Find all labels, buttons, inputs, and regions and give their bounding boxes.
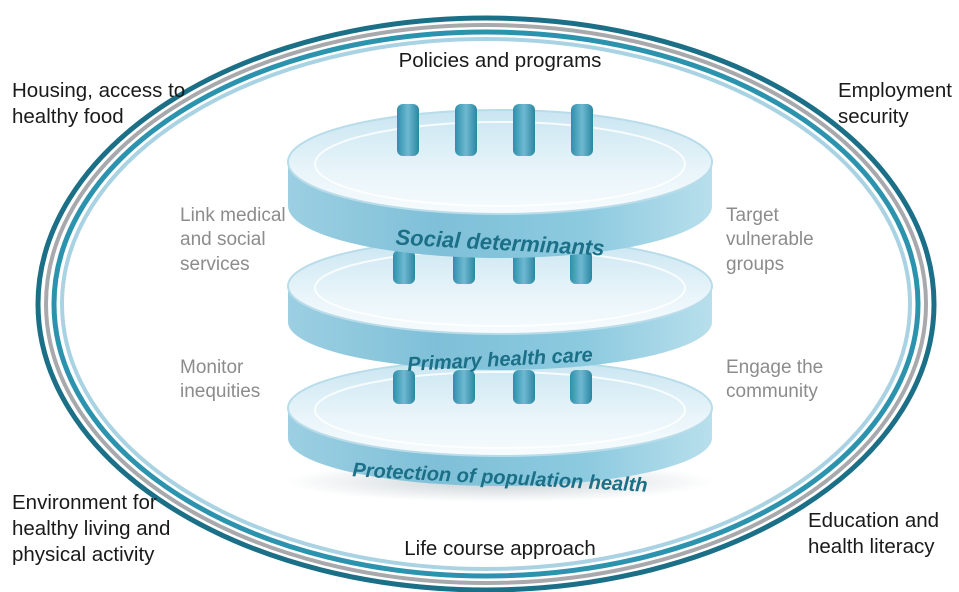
ring-grey: [44, 23, 928, 585]
label-housing-food: Housing, access to healthy food: [12, 79, 186, 129]
label-employment-security: Employment security: [838, 79, 952, 129]
outer-rings: [35, 15, 937, 592]
pillars-lower: [393, 370, 592, 404]
label-education-literacy: Education and health literacy: [808, 509, 940, 559]
label-life-course: Life course approach: [404, 537, 596, 560]
label-environment-activity: Environment for healthy living and physi…: [12, 491, 171, 567]
ring-dark-teal: [35, 15, 937, 592]
disc-top: [287, 109, 713, 258]
label-target-groups: Target vulnerable groups: [726, 205, 814, 275]
label-policies-programs: Policies and programs: [398, 49, 602, 72]
pillars-top: [397, 104, 593, 156]
ring-light-blue: [60, 37, 912, 571]
label-link-services: Link medical and social services: [180, 205, 286, 275]
pillars-middle: [393, 250, 592, 284]
label-engage-community: Engage the community: [726, 357, 824, 403]
label-monitor-inequities: Monitor inequities: [180, 357, 261, 403]
ring-teal: [51, 29, 921, 579]
